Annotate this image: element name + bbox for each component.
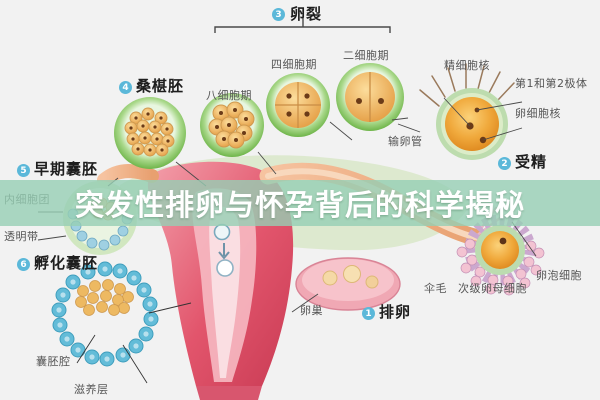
stage-label-early-blastocyst: 早期囊胚 bbox=[34, 160, 99, 178]
label-two-cell-stage: 二细胞期 bbox=[343, 49, 389, 62]
label-ovary: 卵巢 bbox=[300, 304, 323, 317]
stage-label-hatching-blastocyst: 孵化囊胚 bbox=[34, 254, 99, 272]
stage-badge-2: 2 bbox=[498, 157, 511, 170]
stage-label-cleavage: 卵裂 bbox=[290, 5, 323, 23]
stage-badge-6: 6 bbox=[17, 258, 30, 271]
title-overlay-band bbox=[0, 180, 600, 226]
label-follicle-cells: 卵泡细胞 bbox=[536, 269, 582, 282]
label-fallopian-tube: 输卵管 bbox=[388, 135, 423, 148]
stage-label-morula: 桑椹胚 bbox=[136, 77, 185, 95]
stage-badge-4: 4 bbox=[119, 81, 132, 94]
label-polar-bodies: 第1和第2极体 bbox=[515, 77, 588, 90]
label-trophoblast: 滋养层 bbox=[74, 383, 109, 396]
stage-badge-1: 1 bbox=[362, 307, 375, 320]
label-blastocoel: 囊胚腔 bbox=[36, 355, 71, 368]
label-sperm-nucleus: 精细胞核 bbox=[444, 59, 490, 72]
stage-badge-5: 5 bbox=[17, 164, 30, 177]
label-oocyte-nucleus: 卵细胞核 bbox=[515, 107, 561, 120]
stage-label-ovulation: 排卵 bbox=[379, 303, 412, 321]
label-eight-cell-stage: 八细胞期 bbox=[206, 89, 252, 102]
page-title: 突发性排卵与怀孕背后的科学揭秘 bbox=[74, 188, 525, 222]
label-four-cell-stage: 四细胞期 bbox=[271, 58, 317, 71]
stage-badge-3: 3 bbox=[272, 8, 285, 21]
label-secondary-oocyte: 次级卵母细胞 bbox=[458, 282, 527, 295]
label-zona-pellucida: 透明带 bbox=[4, 230, 39, 243]
label-fimbriae: 伞毛 bbox=[424, 282, 447, 295]
stage-label-fertilization: 受精 bbox=[515, 153, 548, 171]
